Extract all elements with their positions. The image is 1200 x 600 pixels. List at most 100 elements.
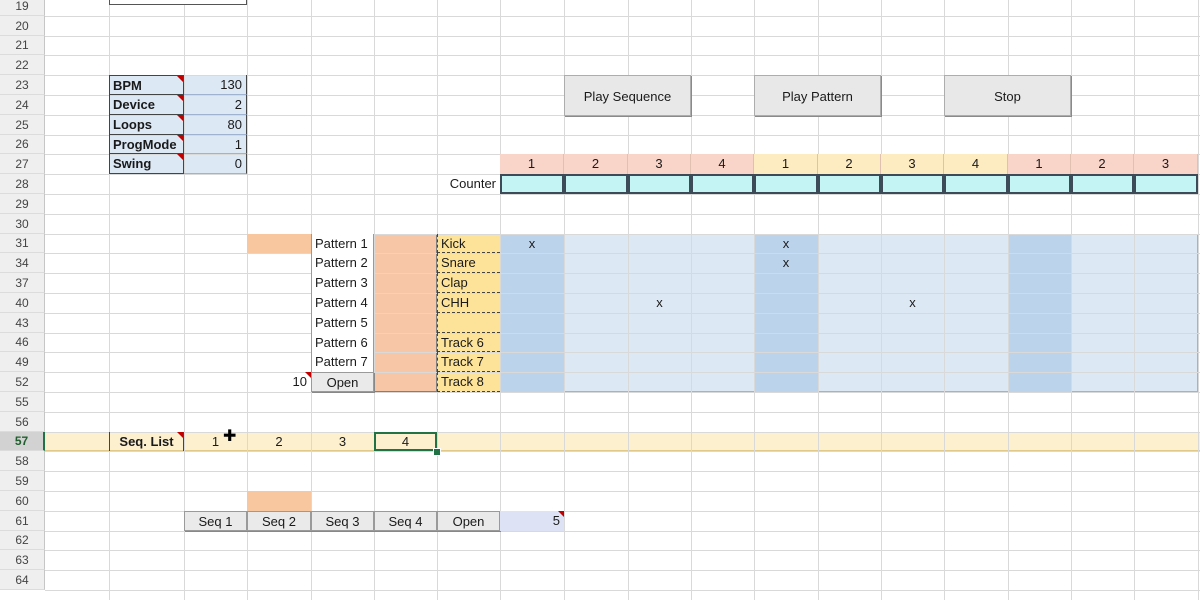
step-cell[interactable] [1008,253,1071,273]
settings-value-loops[interactable]: 80 [184,115,247,135]
row-header-43[interactable]: 43 [0,313,45,333]
beat-number-6[interactable]: 2 [818,154,881,174]
pattern-button-6[interactable]: Pattern 6 [311,333,374,352]
settings-label-bpm[interactable]: BPM [109,75,184,95]
row-header-34[interactable]: 34 [0,253,45,273]
step-cell[interactable] [628,313,691,333]
step-cell[interactable] [628,234,691,253]
row-header-24[interactable]: 24 [0,95,45,115]
counter-cell[interactable] [754,174,818,194]
step-cell[interactable] [564,293,628,313]
pattern-button-7[interactable]: Pattern 7 [311,352,374,372]
step-cell[interactable] [944,352,1008,372]
step-cell[interactable] [754,313,818,333]
step-cell[interactable] [628,253,691,273]
step-cell[interactable]: x [528,236,536,251]
step-cell[interactable]: x [656,295,663,310]
seq-list-value-3[interactable]: 3 [338,434,347,449]
step-cell[interactable] [1008,234,1071,253]
step-cell[interactable] [628,372,691,392]
row-header-52[interactable]: 52 [0,372,45,392]
seq-button-1[interactable]: Seq 1 [184,511,247,531]
step-cell[interactable] [691,333,754,352]
step-cell[interactable] [691,273,754,293]
seq-button-3[interactable]: Seq 3 [311,511,374,531]
step-cell[interactable] [500,352,564,372]
counter-cell[interactable] [691,174,754,194]
row-header-26[interactable]: 26 [0,135,45,154]
track-name-3[interactable]: Clap [437,273,500,293]
step-cell[interactable] [564,333,628,352]
step-cell[interactable] [500,372,564,392]
step-cell[interactable] [1134,253,1198,273]
track-name-2[interactable]: Snare [437,253,500,273]
pattern-button-2[interactable]: Pattern 2 [311,253,374,273]
step-cell[interactable] [754,333,818,352]
row-header-59[interactable]: 59 [0,471,45,491]
beat-number-2[interactable]: 2 [564,154,628,174]
step-cell[interactable] [881,313,944,333]
row-header-64[interactable]: 64 [0,570,45,590]
row-header-57[interactable]: 57 [0,432,45,451]
step-cell[interactable] [1071,313,1134,333]
counter-cell[interactable] [818,174,881,194]
step-cell[interactable] [881,273,944,293]
step-cell[interactable] [818,273,881,293]
row-header-21[interactable]: 21 [0,36,45,55]
step-cell[interactable] [881,352,944,372]
seq-list-value-2[interactable]: 2 [275,434,283,449]
step-cell[interactable]: x [909,295,916,310]
active-cell-outline[interactable] [374,432,437,451]
step-cell[interactable] [818,234,881,253]
step-cell[interactable] [1008,273,1071,293]
beat-number-7[interactable]: 3 [881,154,944,174]
row-header-30[interactable]: 30 [0,214,45,234]
track-name-6[interactable]: Track 6 [437,333,500,352]
row-header-19[interactable]: 19 [0,0,45,16]
row-header-61[interactable]: 61 [0,511,45,531]
settings-value-swing[interactable]: 0 [184,154,247,174]
step-cell[interactable] [944,372,1008,392]
step-cell[interactable] [628,352,691,372]
step-cell[interactable] [944,253,1008,273]
pattern-button-4[interactable]: Pattern 4 [311,293,374,313]
track-name-7[interactable]: Track 7 [437,352,500,372]
step-cell[interactable]: x [782,255,790,270]
step-cell[interactable] [1008,372,1071,392]
step-cell[interactable] [564,234,628,253]
counter-cell[interactable] [1008,174,1071,194]
step-cell[interactable] [818,352,881,372]
row-header-31[interactable]: 31 [0,234,45,253]
step-cell[interactable] [944,293,1008,313]
step-cell[interactable] [881,333,944,352]
seq-button-5[interactable]: Open [437,511,500,531]
step-cell[interactable] [1134,273,1198,293]
step-cell[interactable] [691,253,754,273]
step-cell[interactable] [1134,352,1198,372]
track-name-1[interactable]: Kick [437,234,500,253]
counter-cell[interactable] [500,174,564,194]
row-header-28[interactable]: 28 [0,174,45,194]
pattern-open-value[interactable]: 10 [247,372,311,392]
seq-open-value[interactable]: 5 [500,511,564,531]
step-cell[interactable] [1071,372,1134,392]
settings-value-device[interactable]: 2 [184,95,247,115]
step-cell[interactable] [500,273,564,293]
pattern-button-1[interactable]: Pattern 1 [311,234,374,253]
settings-label-swing[interactable]: Swing [109,154,184,174]
step-cell[interactable] [881,234,944,253]
seq-button-2[interactable]: Seq 2 [247,511,311,531]
step-cell[interactable] [754,372,818,392]
counter-cell[interactable] [1134,174,1198,194]
step-cell[interactable] [691,234,754,253]
step-cell[interactable] [500,293,564,313]
counter-cell[interactable] [628,174,691,194]
pattern-open-button[interactable]: Open [311,372,374,392]
track-name-8[interactable]: Track 8 [437,372,500,392]
step-cell[interactable] [818,372,881,392]
step-cell[interactable] [1071,352,1134,372]
row-header-55[interactable]: 55 [0,392,45,412]
track-name-4[interactable]: CHH [437,293,500,313]
step-cell[interactable] [818,253,881,273]
seq-button-4[interactable]: Seq 4 [374,511,437,531]
